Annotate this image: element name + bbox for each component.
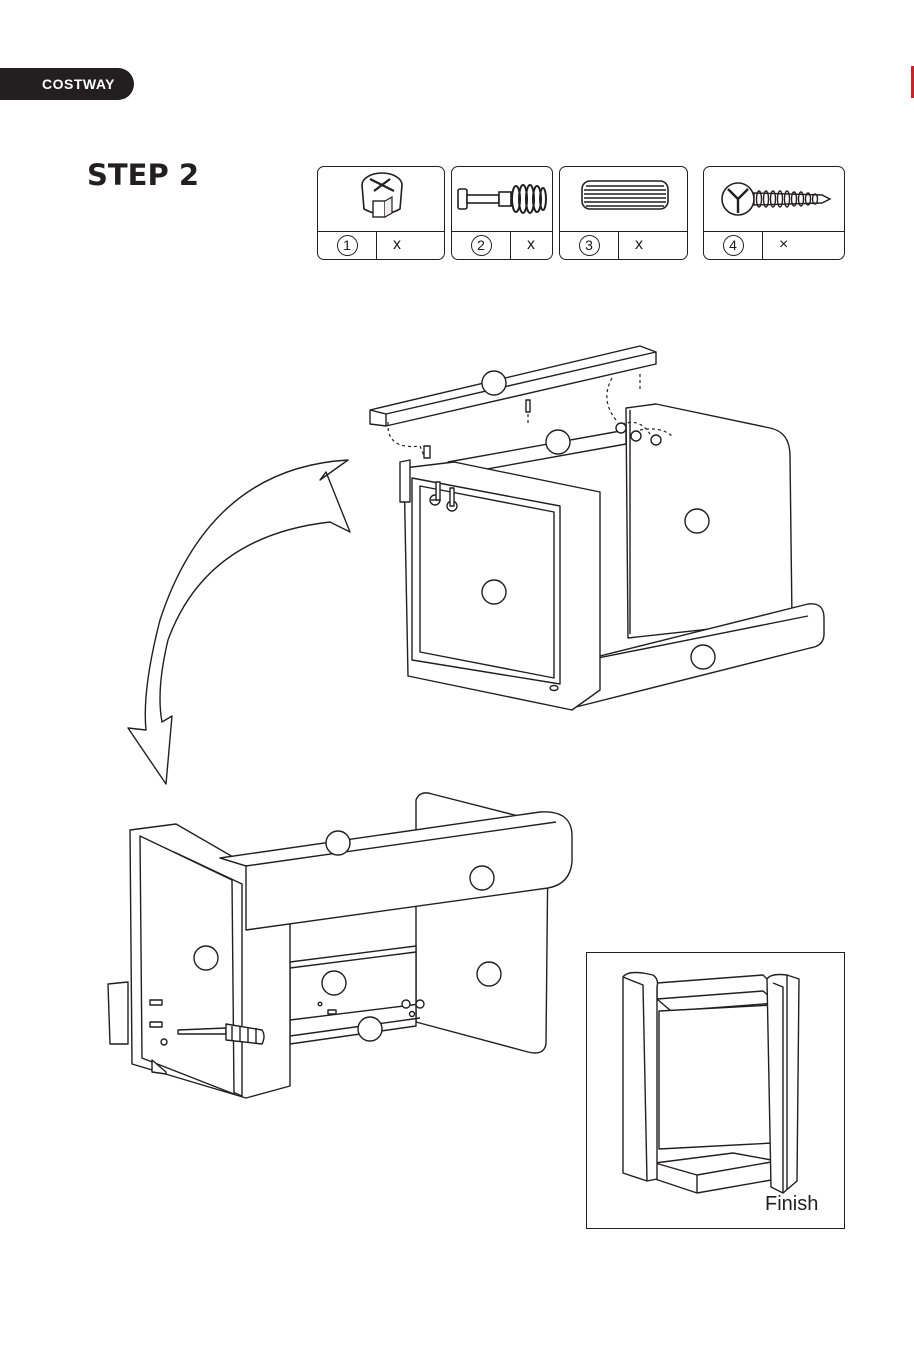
upper-assembly-figure [370,346,824,710]
finished-cabinet-figure [587,953,844,1228]
finish-inset: Finish [586,952,845,1229]
finish-label: Finish [765,1193,818,1216]
